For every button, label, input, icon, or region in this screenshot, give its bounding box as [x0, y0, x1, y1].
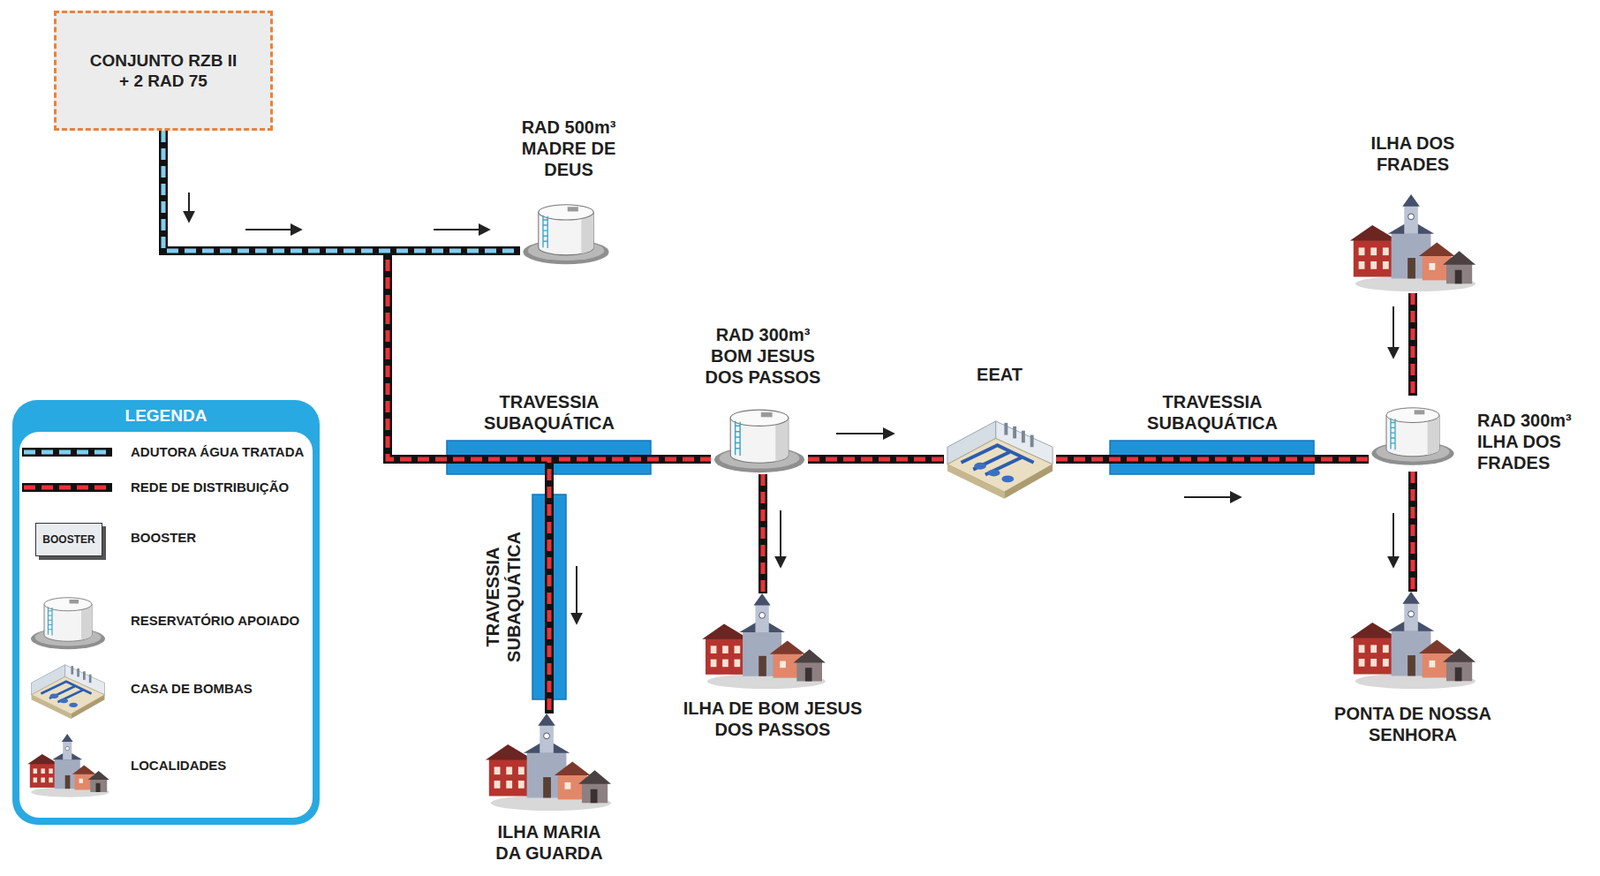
- pipe-dash: [1411, 471, 1416, 592]
- pipe-dash: [163, 130, 521, 251]
- locality: PONTA DE NOSSA SENHORA: [1346, 591, 1480, 691]
- pipe-dash: [1411, 293, 1416, 396]
- flow-arrow: [1392, 306, 1395, 357]
- distribution-pipe: [807, 433, 944, 460]
- legend-text: LOCALIDADES: [130, 757, 227, 774]
- legend-line-sample: [22, 445, 113, 459]
- pump-house-icon: [943, 411, 1057, 500]
- locality: ILHA DOS FRADES: [1346, 194, 1480, 294]
- pump-house: EEAT: [943, 411, 1057, 500]
- flow-arrow: [245, 228, 301, 231]
- distribution-pipe: [1056, 459, 1369, 498]
- legend-icon-sample: [28, 658, 108, 719]
- pipe-casing: [1408, 471, 1418, 592]
- crossing-label: TRAVESSIA SUBAQUÁTICA: [474, 391, 625, 434]
- flow-arrow: [188, 192, 190, 221]
- legend-line-sample: [22, 481, 113, 494]
- flow-arrow: [836, 432, 893, 435]
- node-label: ILHA DE BOM JESUS DOS PASSOS: [666, 697, 879, 740]
- pipe-casing: [163, 130, 521, 251]
- node-label: RAD 300m³ BOM JESUS DOS PASSOS: [696, 324, 830, 388]
- legend-title: LEGENDA: [77, 405, 255, 426]
- legend-text: REDE DE DISTRIBUIÇÃO: [130, 479, 289, 496]
- reservoir-icon: [520, 196, 612, 267]
- pipe-casing: [1408, 293, 1418, 396]
- legend-text: ADUTORA ÁGUA TRATADA: [130, 444, 304, 461]
- source-box: CONJUNTO RZB II + 2 RAD 75: [53, 10, 273, 131]
- reservoir: RAD 500m³ MADRE DE DEUS: [520, 196, 612, 267]
- node-label: ILHA DOS FRADES: [1355, 132, 1471, 175]
- locality-icon: [697, 593, 831, 691]
- pipe-dash: [1056, 457, 1369, 462]
- node-label: EEAT: [946, 363, 1053, 385]
- locality: ILHA MARIA DA GUARDA: [481, 713, 616, 813]
- crossing-label: TRAVESSIA SUBAQUÁTICA: [1137, 391, 1288, 434]
- reservoir-icon: [710, 401, 808, 475]
- flow-arrow: [433, 228, 489, 231]
- legend-text: BOOSTER: [130, 529, 197, 546]
- distribution-pipe: [1393, 471, 1413, 592]
- node-label: RAD 300m³ ILHA DOS FRADES: [1477, 409, 1593, 474]
- treated-water-main: [163, 130, 521, 251]
- reservoir: RAD 300m³ ILHA DOS FRADES: [1368, 395, 1457, 472]
- node-label: PONTA DE NOSSA SENHORA: [1322, 702, 1504, 746]
- box-title: CONJUNTO RZB II + 2 RAD 75: [86, 50, 242, 91]
- flow-arrow: [1184, 496, 1240, 499]
- reservoir-icon: [1368, 395, 1457, 472]
- locality: ILHA DE BOM JESUS DOS PASSOS: [697, 593, 831, 691]
- flow-arrow: [779, 510, 782, 567]
- legend-panel: LEGENDA BOOSTER ADUTORA ÁGUA TRATADA REDE D…: [12, 400, 320, 825]
- legend-text: RESERVATÓRIO APOIADO: [130, 612, 300, 629]
- legend-text: CASA DE BOMBAS: [130, 680, 253, 697]
- flow-arrow: [1392, 513, 1395, 567]
- pipe-dash: [807, 457, 944, 462]
- node-label: ILHA MARIA DA GUARDA: [487, 821, 612, 864]
- legend-icon-sample: [26, 733, 111, 799]
- pipe-casing: [1056, 454, 1369, 464]
- distribution-pipe: [762, 474, 781, 594]
- flow-arrow: [575, 566, 578, 623]
- booster-tag: BOOSTER: [35, 533, 103, 546]
- pipe-casing: [758, 474, 768, 594]
- reservoir: RAD 300m³ BOM JESUS DOS PASSOS: [710, 401, 808, 475]
- locality-icon: [481, 713, 616, 813]
- locality-icon: [1346, 194, 1480, 294]
- legend-icon-sample: [28, 590, 108, 651]
- pipe-casing: [807, 454, 944, 464]
- crossing-label: TRAVESSIA SUBAQUÁTICA: [482, 521, 525, 672]
- pipe-dash: [761, 474, 766, 594]
- locality-icon: [1346, 591, 1480, 691]
- node-label: RAD 500m³ MADRE DE DEUS: [509, 116, 629, 181]
- distribution-pipe: [1393, 293, 1413, 396]
